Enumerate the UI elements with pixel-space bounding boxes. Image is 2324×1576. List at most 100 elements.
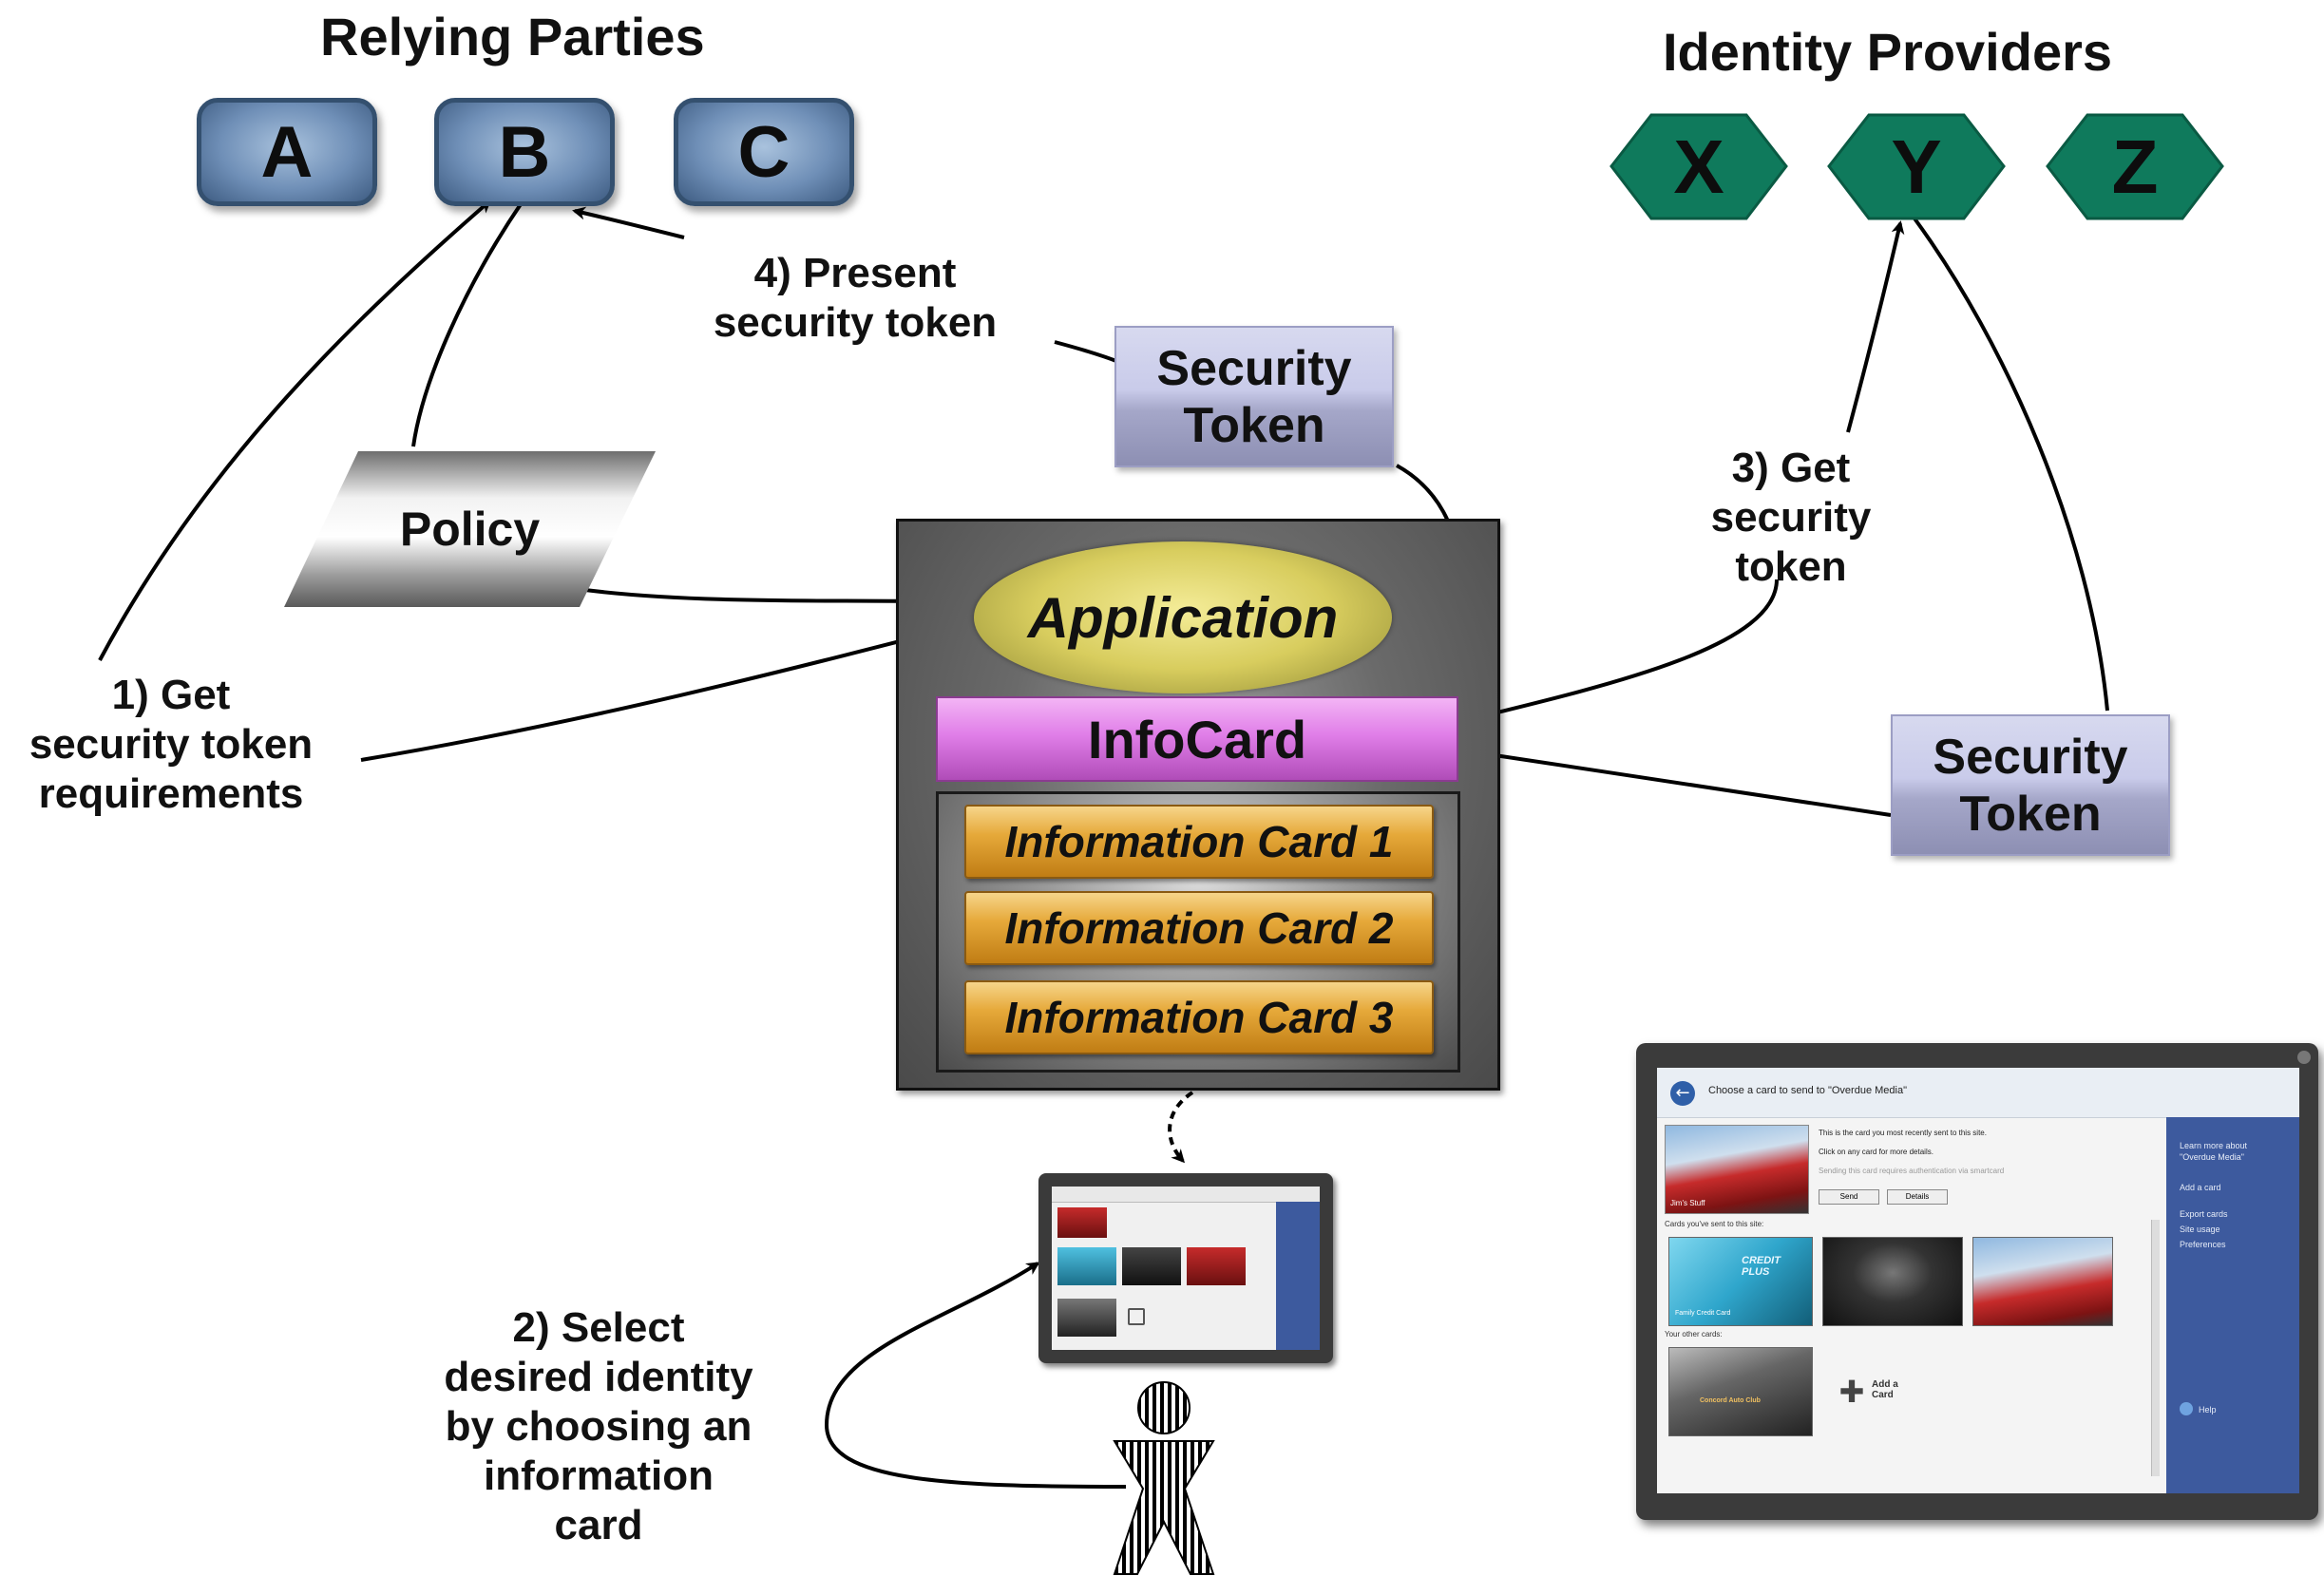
back-arrow-icon[interactable]: ← — [1670, 1081, 1695, 1106]
card-selector-title: Choose a card to send to "Overdue Media" — [1708, 1085, 1907, 1096]
information-card-3[interactable]: Information Card 3 — [964, 980, 1434, 1054]
infocard-label: InfoCard — [1087, 709, 1307, 769]
arrow-step2-to-screen — [824, 1262, 1127, 1489]
identity-providers-title: Identity Providers — [1663, 22, 2113, 82]
photo-card[interactable] — [1822, 1237, 1963, 1326]
small-screen — [1038, 1173, 1333, 1363]
step2-line3: by choosing an — [445, 1403, 752, 1450]
send-button[interactable]: Send — [1819, 1189, 1879, 1205]
sidebar-prefs-link[interactable]: Preferences — [2180, 1240, 2226, 1249]
step2-line5: card — [554, 1502, 643, 1548]
sent-section-label: Cards you've sent to this site: — [1665, 1220, 1764, 1228]
step2-line2: desired identity — [444, 1354, 753, 1400]
identity-provider-z: Z — [2045, 112, 2225, 221]
security-token-right-line1: Security — [1933, 729, 2128, 785]
arrow-step4-to-b — [572, 206, 685, 239]
step2-line4: information — [484, 1453, 714, 1499]
card-selector-screen: ← Choose a card to send to "Overdue Medi… — [1657, 1068, 2299, 1493]
arrow-step1-to-b — [98, 199, 492, 661]
step1-label: 1) Get security token requirements — [10, 671, 333, 819]
step1-line3: requirements — [38, 770, 304, 817]
user-icon — [1113, 1381, 1215, 1575]
step2-line1: 2) Select — [512, 1304, 685, 1351]
help-icon[interactable] — [2180, 1402, 2193, 1415]
details-button[interactable]: Details — [1887, 1189, 1948, 1205]
arrow-step3-infocard — [1457, 579, 1779, 724]
security-token-top-line2: Token — [1183, 397, 1325, 453]
step4-line2: security token — [713, 299, 998, 346]
recent-card-caption: Jim's Stuff — [1670, 1199, 1705, 1207]
policy-shape: Policy — [282, 449, 657, 609]
information-card-1-label: Information Card 1 — [1004, 817, 1394, 866]
car-card[interactable] — [1972, 1237, 2113, 1326]
line-b-to-policy — [411, 199, 524, 447]
application-ellipse: Application — [974, 541, 1392, 693]
card-list-scrollbar[interactable] — [2151, 1220, 2160, 1476]
other-section-label: Your other cards: — [1665, 1330, 1723, 1339]
line-step1-to-application — [360, 620, 975, 762]
information-card-1[interactable]: Information Card 1 — [964, 805, 1434, 879]
security-token-right-line2: Token — [1959, 786, 2102, 842]
sidebar-export-link[interactable]: Export cards — [2180, 1209, 2228, 1219]
identity-provider-x: X — [1609, 112, 1789, 221]
relying-party-a-label: A — [260, 111, 314, 193]
step4-line1: 4) Present — [753, 250, 957, 296]
auto-club-caption: Concord Auto Club — [1700, 1397, 1761, 1404]
identity-provider-x-label: X — [1673, 123, 1724, 209]
relying-party-c-label: C — [737, 111, 791, 193]
policy-label: Policy — [399, 503, 541, 556]
identity-provider-y-label: Y — [1891, 123, 1942, 209]
relying-party-b-label: B — [498, 111, 551, 193]
line-step4-to-token — [1054, 340, 1122, 365]
arrow-step3-to-y — [1846, 220, 1905, 433]
recent-line-1: This is the card you most recently sent … — [1819, 1129, 1987, 1137]
step3-line1: 3) Get — [1731, 445, 1851, 491]
sidebar-learn-link[interactable]: Learn more about "Overdue Media" — [2180, 1141, 2248, 1162]
auto-club-card[interactable]: Concord Auto Club — [1668, 1347, 1813, 1436]
credit-card-caption: Family Credit Card — [1675, 1310, 1731, 1317]
identity-provider-z-label: Z — [2111, 123, 2159, 209]
step1-line2: security token — [29, 721, 314, 768]
security-token-right: Security Token — [1891, 714, 2170, 856]
step1-line1: 1) Get — [111, 672, 231, 718]
help-link[interactable]: Help — [2199, 1405, 2217, 1415]
information-card-3-label: Information Card 3 — [1004, 993, 1394, 1042]
hexagon-x-shape — [1610, 113, 1788, 220]
recent-line-3: Sending this card requires authenticatio… — [1819, 1167, 2005, 1175]
hexagon-z-shape — [2046, 113, 2224, 220]
infocard-bar: InfoCard — [936, 696, 1458, 782]
step3-line2: security — [1710, 494, 1872, 541]
card-selector-sidebar: Learn more about "Overdue Media" Add a c… — [2166, 1117, 2299, 1493]
relying-party-b: B — [434, 98, 615, 206]
recent-line-2: Click on any card for more details. — [1819, 1148, 1933, 1156]
step3-line3: token — [1735, 543, 1847, 590]
add-card-plus-icon[interactable]: ✚ — [1838, 1374, 1865, 1410]
add-card-label[interactable]: Add a Card — [1872, 1379, 1898, 1400]
credit-card[interactable]: CREDIT PLUS Family Credit Card — [1668, 1237, 1813, 1326]
security-token-top: Security Token — [1114, 326, 1394, 467]
small-screen-display — [1052, 1187, 1320, 1350]
application-label: Application — [1027, 585, 1339, 650]
recent-card-image[interactable] — [1665, 1125, 1809, 1214]
information-card-2[interactable]: Information Card 2 — [964, 891, 1434, 965]
relying-party-c: C — [674, 98, 854, 206]
information-card-2-label: Information Card 2 — [1004, 903, 1394, 953]
credit-card-title: CREDIT PLUS — [1742, 1255, 1781, 1278]
line-y-to-token — [1913, 217, 2109, 712]
relying-party-a: A — [197, 98, 377, 206]
security-token-top-line1: Security — [1156, 340, 1352, 396]
identity-provider-y: Y — [1826, 112, 2007, 221]
relying-parties-title: Relying Parties — [320, 7, 705, 66]
card-selector-header: ← Choose a card to send to "Overdue Medi… — [1657, 1068, 2299, 1118]
hexagon-y-shape — [1827, 113, 2006, 220]
step3-label: 3) Get security token — [1667, 444, 1914, 592]
step2-label: 2) Select desired identity by choosing a… — [399, 1303, 798, 1550]
card-selector-window: ← Choose a card to send to "Overdue Medi… — [1636, 1043, 2318, 1520]
sidebar-add-card-link[interactable]: Add a card — [2180, 1183, 2221, 1192]
sidebar-usage-link[interactable]: Site usage — [2180, 1225, 2220, 1234]
arrow-system-to-screen — [1168, 1091, 1194, 1164]
policy-parallelogram — [284, 451, 656, 607]
card-selector-close-dot[interactable] — [2297, 1051, 2311, 1064]
arrow-token-to-infocard — [1460, 745, 1892, 817]
